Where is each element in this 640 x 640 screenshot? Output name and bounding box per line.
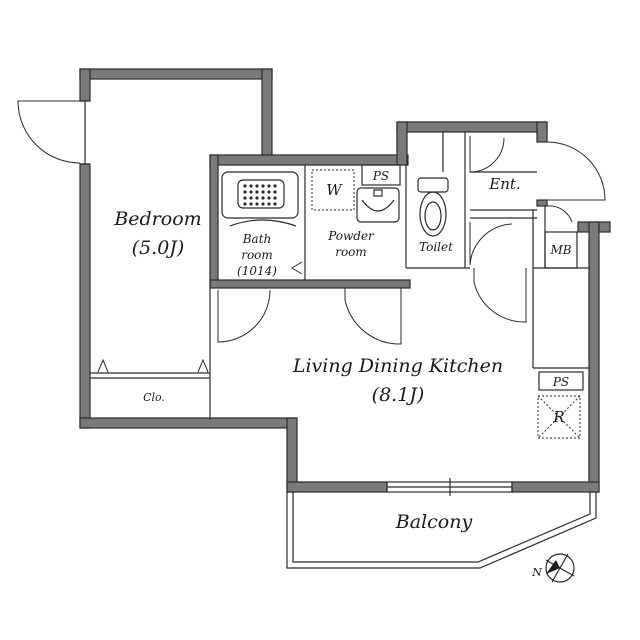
entrance-label: Ent. (488, 175, 520, 193)
room-labels: Bedroom (5.0J) Clo. Bath room (1014) W P… (113, 169, 571, 579)
bedroom-label: Bedroom (113, 208, 201, 230)
meter-box-label: MB (549, 243, 571, 257)
interior-partitions (90, 132, 597, 569)
compass-icon (545, 553, 575, 583)
ldk-size: (8.1J) (372, 384, 425, 406)
ps-upper-label: PS (372, 169, 389, 183)
closet-hinges (97, 358, 209, 373)
closet-label: Clo. (143, 391, 165, 404)
washer-label: W (326, 181, 343, 199)
washer-space (311, 169, 355, 211)
powder-sink (356, 187, 400, 223)
ldk-label: Living Dining Kitchen (292, 355, 503, 377)
powder-room-label-line2: room (335, 245, 367, 259)
toilet-fixture (417, 177, 449, 237)
balcony-label: Balcony (395, 511, 473, 533)
bathroom-label-line1: Bath (242, 232, 272, 246)
toilet-label: Toilet (419, 240, 453, 254)
refrigerator-label: R (552, 408, 564, 426)
refrigerator-space (537, 395, 581, 439)
exterior-walls (79, 68, 611, 493)
bathroom-label-line2: room (241, 248, 273, 262)
ps-box-upper (361, 164, 401, 186)
compass-north-label: N (531, 566, 542, 579)
powder-room-label-line1: Powder (327, 229, 375, 243)
bedroom-size: (5.0J) (132, 237, 185, 259)
bedroom-window (17, 100, 90, 165)
bathtub (221, 171, 303, 275)
bathroom-label-line3: (1014) (237, 264, 277, 278)
doors (217, 136, 606, 345)
ps-lower-label: PS (552, 375, 569, 389)
